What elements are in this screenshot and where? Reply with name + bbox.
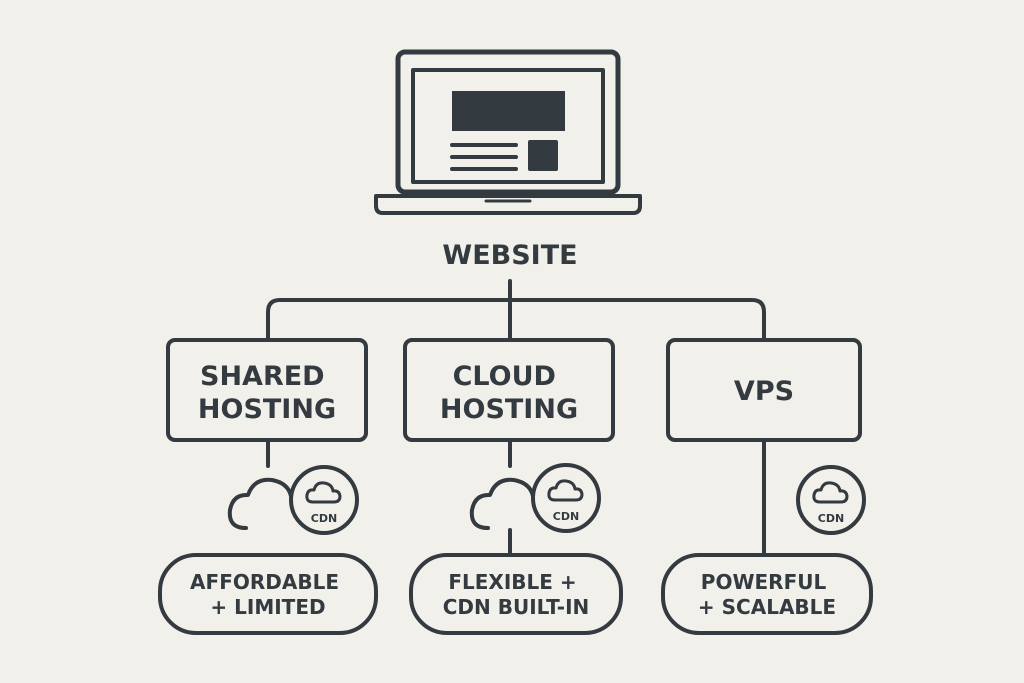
- cdn-label: CDN: [553, 510, 579, 523]
- cloud-icon: [469, 477, 535, 530]
- outcome-cloud-pill: [409, 553, 623, 635]
- outcome-shared-label: AFFORDABLE + LIMITED: [190, 570, 346, 619]
- node-vps-box: [666, 338, 862, 442]
- outcome-cloud-label: FLEXIBLE + CDN BUILT-IN: [443, 570, 590, 619]
- outcome-vps-line: + SCALABLE: [698, 595, 836, 619]
- cdn-badge-icon: [796, 465, 866, 535]
- website-title: WEBSITE: [442, 240, 577, 271]
- outcome-cloud-line: FLEXIBLE +: [448, 570, 576, 594]
- node-shared-hosting-box: [166, 338, 368, 442]
- cdn-label: CDN: [818, 512, 844, 525]
- outcome-vps-pill: [661, 553, 873, 635]
- node-shared-label-line: SHARED: [200, 361, 325, 392]
- node-cloud-label-line: HOSTING: [440, 394, 578, 425]
- node-cloud-label: CLOUD HOSTING: [440, 361, 578, 425]
- cdn-badge-icon: [531, 463, 601, 533]
- outcome-cloud-line: CDN BUILT-IN: [443, 595, 590, 619]
- node-shared-label-line: HOSTING: [198, 394, 336, 425]
- outcome-shared-pill: [158, 553, 378, 635]
- laptop-icon: [374, 49, 642, 215]
- cdn-label: CDN: [311, 512, 337, 525]
- outcome-shared-line: AFFORDABLE: [190, 570, 339, 594]
- node-shared-label: SHARED HOSTING: [198, 361, 336, 425]
- outcome-vps-line: POWERFUL: [701, 570, 827, 594]
- cdn-badge-icon: [289, 465, 359, 535]
- node-cloud-label-line: CLOUD: [453, 361, 556, 392]
- node-vps-label: VPS: [734, 376, 794, 407]
- cloud-icon: [227, 477, 293, 530]
- node-vps-label-line: VPS: [734, 376, 794, 407]
- outcome-shared-line: + LIMITED: [210, 595, 325, 619]
- node-cloud-hosting-box: [403, 338, 615, 442]
- connector-lines: [266, 279, 766, 557]
- outcome-vps-label: POWERFUL + SCALABLE: [698, 570, 836, 619]
